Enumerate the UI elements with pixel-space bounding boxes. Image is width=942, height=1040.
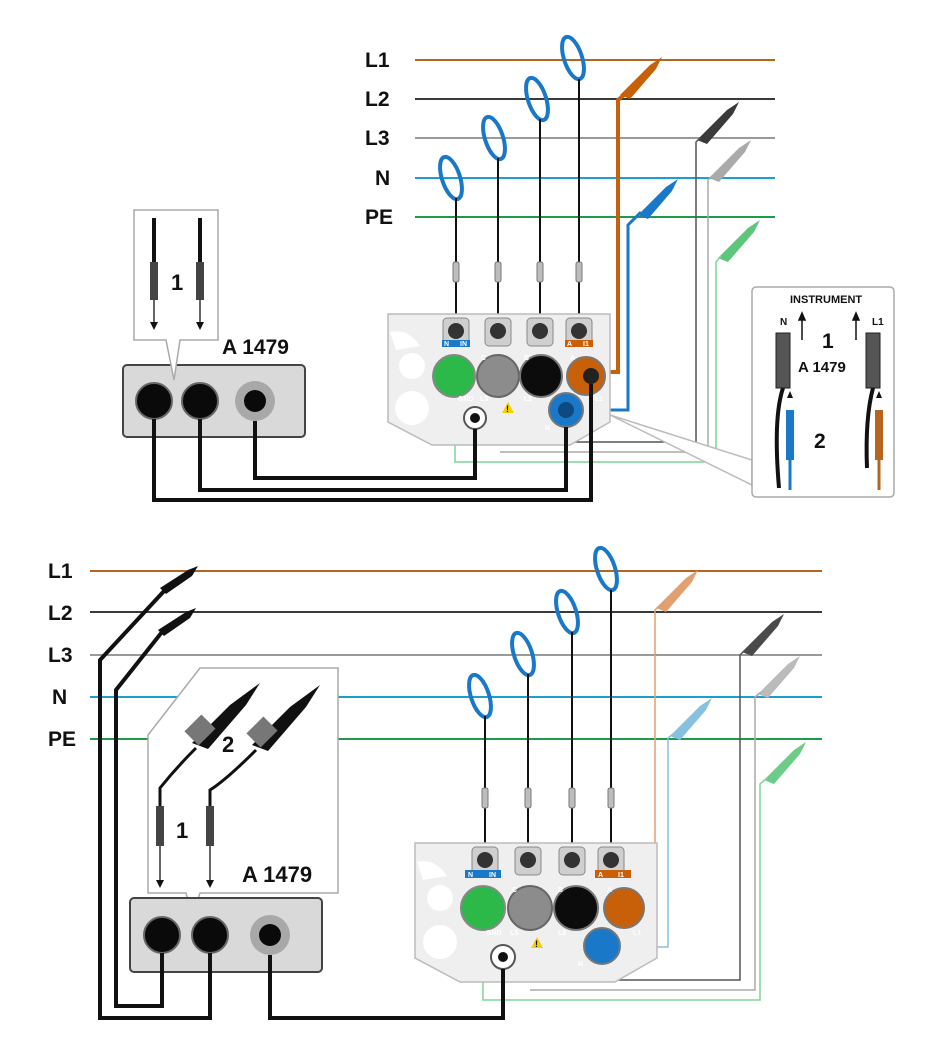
bottom-adapter-plugs	[156, 806, 214, 888]
bottom-left-clips	[158, 566, 198, 636]
bottom-cable-gnd	[268, 955, 505, 1020]
bottom-instrument: N IN A I1 GND L3 L2 L1 N A B C !	[414, 842, 658, 983]
bottom-jack-c-label: C	[512, 887, 517, 894]
top-cable-l1	[152, 384, 593, 502]
top-crocodile-clips	[620, 57, 760, 262]
top-adapter-plugs	[150, 218, 204, 330]
bottom-label-pe: PE	[48, 728, 76, 751]
top-inset-adapter: A 1479	[798, 359, 846, 376]
top-inset-step1: 1	[822, 330, 834, 353]
top-label-l1: L1	[365, 49, 390, 72]
bottom-jack-l2-label: L2	[558, 930, 566, 937]
top-adapter-socket-2	[181, 382, 219, 420]
top-jack-c-label: C	[481, 355, 486, 362]
bottom-cable-l2	[114, 630, 164, 1008]
bottom-jack-l1-label: L1	[633, 930, 641, 937]
top-jack-b-label: B	[524, 355, 529, 362]
bottom-jack-n-label: N	[578, 961, 583, 968]
top-inset-n-label: N	[780, 317, 787, 328]
top-inset-pointer	[609, 414, 753, 487]
top-inset-title: INSTRUMENT	[790, 294, 862, 306]
bottom-jack-n	[583, 927, 621, 965]
top-clamp-i1-label: I1	[583, 341, 589, 348]
top-clamp-n-label: N	[444, 341, 449, 348]
top-inset-l1-label: L1	[872, 317, 884, 328]
bottom-clamp-n-label: N	[468, 872, 473, 879]
top-inset-step2: 2	[814, 430, 826, 453]
top-jack-a-label: A	[570, 355, 575, 362]
top-inset-plugs	[774, 332, 883, 490]
top-adapter-socket-1	[135, 382, 173, 420]
top-lead-l3	[500, 175, 713, 453]
top-jack-gnd-label: GND	[458, 396, 474, 403]
top-instrument: N IN A I1 GND L3 L2 L1 N A B C !	[387, 313, 611, 446]
top-clamp-ferrules	[452, 261, 583, 283]
bottom-jack-gnd-label: GND	[486, 930, 502, 937]
bottom-adapter-name: A 1479	[242, 862, 312, 887]
top-inset-arrows	[797, 311, 861, 340]
bottom-lead-l2	[580, 649, 746, 981]
bottom-clamp-leads	[484, 590, 612, 850]
top-warning-mark: !	[506, 404, 509, 414]
bottom-jack-l3	[507, 885, 553, 931]
top-label-l3: L3	[365, 127, 390, 150]
bottom-jack-gnd	[460, 885, 506, 931]
bottom-clamp-ferrules	[481, 787, 615, 809]
bottom-jack-a-label: A	[607, 887, 612, 894]
top-cable-n	[198, 419, 568, 492]
bottom-label-n: N	[52, 686, 67, 709]
top-lead-l2	[540, 137, 701, 443]
bottom-crocodile-clips	[656, 570, 806, 784]
top-adapter-name: A 1479	[222, 336, 289, 359]
top-adapter-step1: 1	[171, 270, 183, 295]
bottom-jack-l1	[603, 887, 645, 929]
top-jack-l2	[519, 354, 563, 398]
bottom-jack-b-label: B	[558, 887, 563, 894]
bottom-adapter: 2 1 A 1479	[129, 667, 339, 973]
top-current-clamps	[438, 34, 586, 202]
top-warning-icon	[502, 402, 514, 413]
top-clamp-leads	[455, 79, 580, 320]
bottom-jack-l2	[553, 885, 599, 931]
bottom-cable-l1	[98, 588, 212, 1020]
top-clamp-a-label: A	[567, 341, 572, 348]
bottom-warning-mark: !	[535, 939, 538, 949]
bottom-clamp-i1-label: I1	[618, 872, 624, 879]
bottom-adapter-clips	[158, 683, 320, 806]
top-jack-gnd	[432, 354, 476, 398]
bottom-label-l2: L2	[48, 602, 73, 625]
top-clamp-sockets	[442, 317, 593, 347]
bottom-adapter-socket-2	[191, 916, 229, 954]
top-cable-gnd	[253, 421, 477, 480]
bottom-diagram: L1 L2 L3 N PE	[48, 545, 822, 1020]
top-diagram: L1 L2 L3 N PE	[122, 34, 895, 502]
top-jack-l2-label: L2	[524, 396, 532, 403]
bottom-clamp-sockets	[465, 846, 631, 878]
bottom-clamp-a-label: A	[598, 872, 603, 879]
top-clamp-in-label: IN	[460, 341, 467, 348]
top-adapter-callout	[133, 209, 219, 381]
top-label-pe: PE	[365, 206, 393, 229]
bottom-current-clamps	[467, 545, 619, 720]
bottom-clamp-in-label: IN	[489, 872, 496, 879]
top-inset: INSTRUMENT N L1 1 A 1479	[751, 286, 895, 498]
top-label-n: N	[375, 167, 390, 190]
bottom-jack-l3-label: L3	[510, 930, 518, 937]
top-jack-l1-label: L1	[595, 396, 603, 403]
top-label-l2: L2	[365, 88, 390, 111]
bottom-adapter-socket-1	[143, 916, 181, 954]
bottom-adapter-step2: 2	[222, 732, 234, 757]
bottom-label-l1: L1	[48, 560, 73, 583]
top-jack-n-label: N	[545, 425, 550, 432]
bottom-lead-l3	[530, 691, 762, 991]
top-adapter: A 1479 1	[122, 209, 306, 438]
bottom-warning-icon	[531, 937, 543, 948]
bottom-label-l3: L3	[48, 644, 73, 667]
bottom-adapter-step1: 1	[176, 818, 188, 843]
top-jack-l3-label: L3	[480, 396, 488, 403]
